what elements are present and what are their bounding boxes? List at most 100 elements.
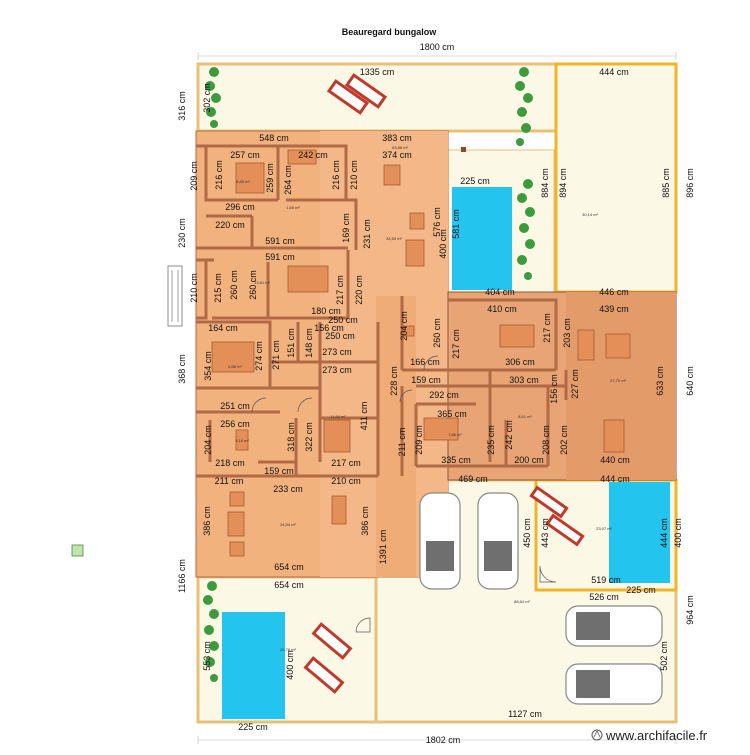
dim-200: 200 cm xyxy=(514,455,544,465)
pools xyxy=(222,187,670,719)
dim-383: 383 cm xyxy=(382,133,412,143)
dim-250a: 250 cm xyxy=(328,315,358,325)
dim-444c: 444 cm xyxy=(659,518,669,548)
dim-210a: 210 cm xyxy=(349,160,359,190)
dim-273b: 273 cm xyxy=(322,365,352,375)
dim-439: 439 cm xyxy=(599,304,629,314)
dim-235: 235 cm xyxy=(486,425,496,455)
dim-bottom-overall: 1802 cm xyxy=(426,735,461,745)
dim-180: 180 cm xyxy=(311,306,341,316)
dim-444b: 444 cm xyxy=(600,474,630,484)
dim-259: 259 cm xyxy=(265,163,275,193)
dim-169: 169 cm xyxy=(341,213,351,243)
dim-227: 227 cm xyxy=(570,369,580,399)
area-11-84: 11,84 m² xyxy=(330,414,346,419)
dim-216b: 216 cm xyxy=(331,160,341,190)
plants xyxy=(203,67,535,682)
dim-386a: 386 cm xyxy=(202,506,212,536)
plan-title: Beauregard bungalow xyxy=(342,27,438,37)
dim-166: 166 cm xyxy=(410,357,440,367)
dimension-labels: 1800 cm 1335 cm 444 cm 548 cm 383 cm 257… xyxy=(208,42,656,745)
area-9-16: 9,16 m² xyxy=(235,438,249,443)
dim-233: 233 cm xyxy=(273,484,303,494)
dimension-labels-vertical: 316 cm 302 cm 209 cm 216 cm 259 cm 264 c… xyxy=(177,83,695,680)
dim-1127: 1127 cm xyxy=(508,709,542,719)
area-23-07: 23,07 m² xyxy=(596,526,612,531)
area-8-61: 8,61 m² xyxy=(518,414,532,419)
dim-251: 251 cm xyxy=(220,401,250,411)
dim-220: 220 cm xyxy=(354,275,364,305)
dim-896: 896 cm xyxy=(685,168,695,198)
dim-256: 256 cm xyxy=(220,419,250,429)
dim-204a: 204 cm xyxy=(399,311,409,341)
dim-368: 368 cm xyxy=(177,354,187,384)
dim-591b: 591 cm xyxy=(265,252,295,262)
dim-225a: 225 cm xyxy=(460,176,490,186)
dim-217b: 217 cm xyxy=(451,329,461,359)
dim-306: 306 cm xyxy=(505,357,535,367)
dim-151: 151 cm xyxy=(286,328,296,358)
dim-354: 354 cm xyxy=(203,351,213,381)
dim-654b: 654 cm xyxy=(274,580,304,590)
dim-365: 365 cm xyxy=(437,409,467,419)
dim-211b: 211 cm xyxy=(397,428,407,457)
dim-216a: 216 cm xyxy=(214,160,224,190)
dim-884: 884 cm xyxy=(540,168,550,198)
dim-640: 640 cm xyxy=(685,366,695,396)
dim-446: 446 cm xyxy=(599,287,629,297)
dim-271: 271 cm xyxy=(271,340,281,370)
fireplace-mark xyxy=(461,147,466,152)
dim-156: 156 cm xyxy=(314,323,344,333)
dim-386b: 386 cm xyxy=(360,506,370,536)
dim-885: 885 cm xyxy=(661,168,671,198)
dim-211: 211 cm xyxy=(215,476,244,486)
dim-209b: 209 cm xyxy=(414,425,424,455)
dim-225c: 225 cm xyxy=(238,722,268,732)
dim-217: 217 cm xyxy=(331,458,361,468)
furniture xyxy=(211,149,631,557)
dim-228: 228 cm xyxy=(389,366,399,396)
dim-964: 964 cm xyxy=(685,595,695,625)
dim-230: 230 cm xyxy=(177,218,187,248)
area-13-61: 13,61 m² xyxy=(254,280,270,285)
dim-204b: 204 cm xyxy=(203,425,213,455)
dim-1391: 1391 cm xyxy=(378,530,388,565)
dim-260a: 260 cm xyxy=(229,270,239,300)
dim-218: 218 cm xyxy=(215,458,245,468)
dim-581: 581 cm xyxy=(451,209,461,239)
area-6-88: 6,88 m² xyxy=(228,364,242,369)
dim-302: 302 cm xyxy=(202,83,212,113)
dim-159b: 159 cm xyxy=(264,466,294,476)
dim-400c: 400 cm xyxy=(285,650,295,680)
area-30-14: 30,14 m² xyxy=(582,212,598,217)
dim-633: 633 cm xyxy=(655,366,665,396)
dim-164: 164 cm xyxy=(208,323,238,333)
dim-316: 316 cm xyxy=(177,91,187,121)
dim-296: 296 cm xyxy=(225,202,255,212)
dim-502: 502 cm xyxy=(659,641,669,671)
dim-250b: 250 cm xyxy=(325,331,355,341)
dim-264: 264 cm xyxy=(283,165,293,195)
area-27-70: 27,70 m² xyxy=(610,378,626,383)
dim-404: 404 cm xyxy=(485,287,515,297)
dim-203: 203 cm xyxy=(562,318,572,348)
dim-591a: 591 cm xyxy=(265,236,295,246)
dim-top-right: 444 cm xyxy=(599,67,629,77)
dim-242b: 242 cm xyxy=(504,420,514,450)
dim-1166: 1166 cm xyxy=(177,559,187,593)
archifacile-logo: www.archifacile.fr xyxy=(591,728,708,743)
car-2 xyxy=(477,492,519,590)
area-26-78: 26,78 m² xyxy=(280,647,296,652)
dim-159a: 159 cm xyxy=(411,375,441,385)
south-pool xyxy=(222,612,285,719)
dim-260b: 260 cm xyxy=(248,270,258,300)
area-7-86: 7,86 m² xyxy=(448,432,462,437)
legend-swatch xyxy=(71,544,84,557)
dim-654a: 654 cm xyxy=(274,562,304,572)
area-34-50: 34,50 m² xyxy=(386,236,402,241)
north-east-garden xyxy=(554,62,678,294)
dim-274: 274 cm xyxy=(254,341,264,371)
car-4 xyxy=(565,663,663,705)
dim-210: 210 cm xyxy=(331,476,361,486)
